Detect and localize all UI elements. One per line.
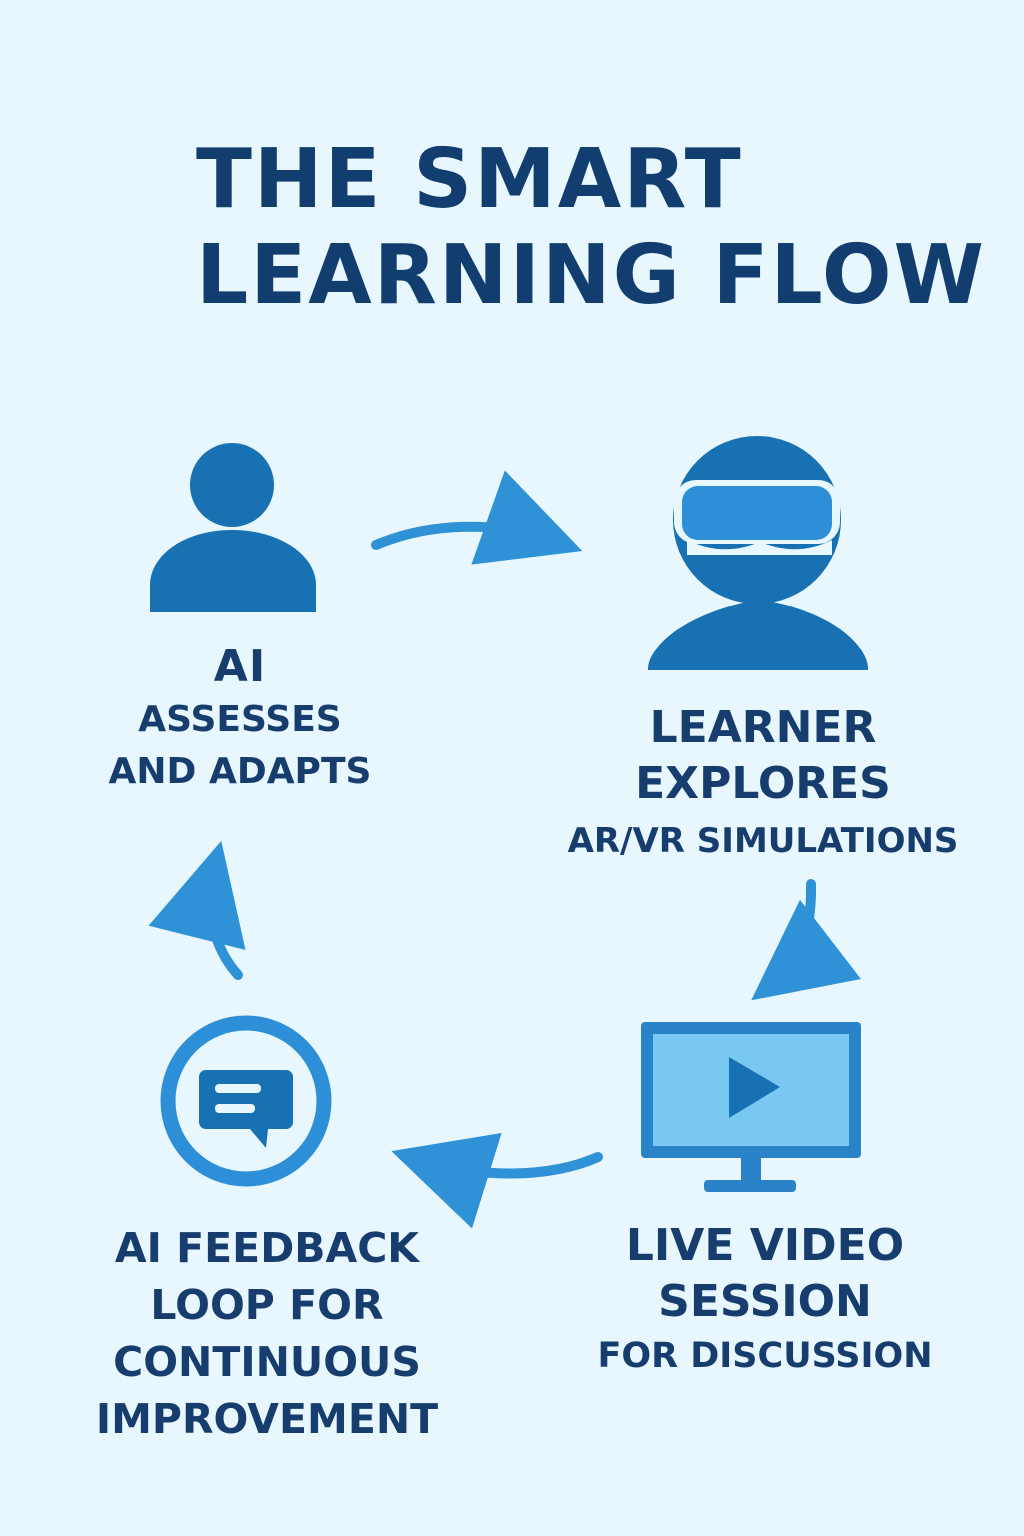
step-feedback-label: AI FEEDBACK LOOP FOR CONTINUOUS IMPROVEM… [72, 1220, 462, 1448]
vr-headset-person-icon [648, 436, 868, 670]
step-video-label: LIVE VIDEO SESSION FOR DISCUSSION [560, 1218, 970, 1382]
step-feedback-line-3: CONTINUOUS [113, 1338, 421, 1386]
step-ai-line-3: AND ADAPTS [108, 751, 372, 792]
step-ai-line-1: AI [213, 641, 267, 692]
step-learner-label: LEARNER EXPLORES AR/VR SIMULATIONS [548, 700, 978, 866]
step-video-line-1: LIVE VIDEO [625, 1220, 905, 1271]
arrow-learner-to-video [751, 879, 861, 1001]
arrow-video-to-feedback [391, 1132, 603, 1229]
arrow-ai-to-learner [371, 470, 583, 565]
step-ai-assesses-label: AI ASSESSES AND ADAPTS [70, 640, 410, 798]
chat-circle-icon [160, 1015, 332, 1187]
step-feedback-line-2: LOOP FOR [150, 1281, 384, 1329]
page-title: THE SMART LEARNING FLOW [196, 132, 986, 324]
step-ai-line-2: ASSESSES [138, 699, 342, 740]
step-learner-line-2: EXPLORES [635, 758, 891, 809]
title-line-2: LEARNING FLOW [196, 228, 986, 323]
step-feedback-line-4: IMPROVEMENT [95, 1395, 439, 1443]
person-icon [150, 443, 316, 612]
step-learner-line-1: LEARNER [649, 702, 877, 753]
monitor-play-icon [641, 1022, 861, 1192]
step-learner-line-3: AR/VR SIMULATIONS [567, 821, 959, 861]
step-video-line-2: SESSION [658, 1276, 872, 1327]
arrow-feedback-to-ai [148, 840, 246, 980]
title-line-1: THE SMART [196, 132, 743, 227]
step-video-line-3: FOR DISCUSSION [597, 1336, 933, 1376]
step-feedback-line-1: AI FEEDBACK [114, 1224, 420, 1272]
